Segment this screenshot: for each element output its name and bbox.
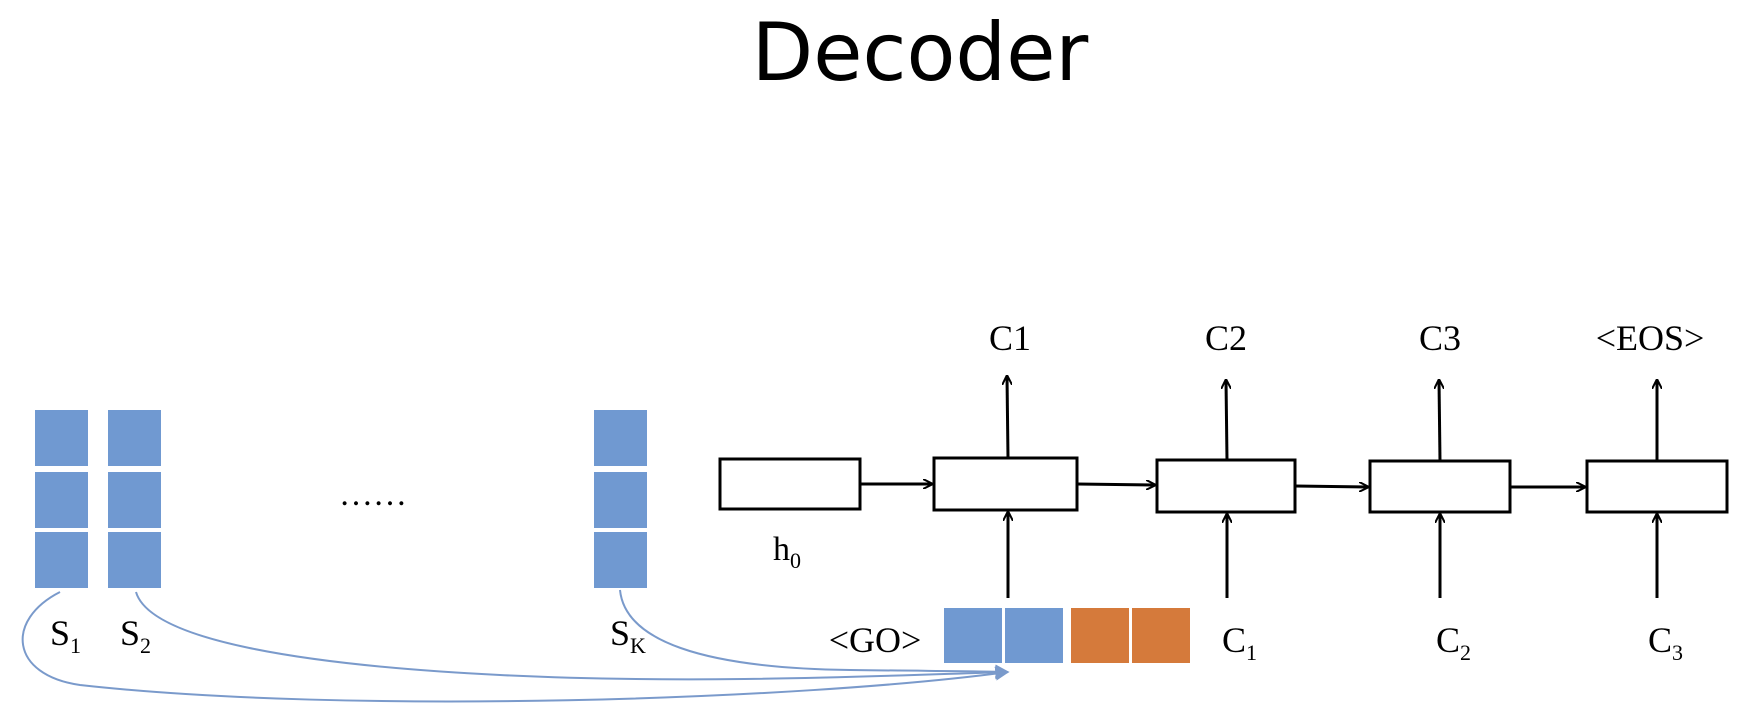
input-label-c2: C2 [1436,620,1471,665]
state-label-s1: S1 [50,613,81,658]
input-block-blue-1 [944,608,1002,663]
curve-sk [619,589,1010,679]
input-block-orange-1 [1071,608,1129,663]
output-label-c2: C2 [1205,318,1247,358]
input-block-blue-2 [1005,608,1063,663]
decoder-cell-4 [1585,459,1729,514]
curve-s1 [21,591,1010,703]
curve-s2 [135,591,1010,681]
state-label-sk: SK [610,613,646,658]
decoder-cell-1 [932,456,1079,512]
h0-label: h0 [773,531,801,573]
input-label-c3: C3 [1648,620,1683,665]
input-block-orange-2 [1132,608,1190,663]
recurrent-arrows [860,484,1585,487]
go-input-blocks [944,608,1190,663]
ellipsis: …… [339,476,407,513]
output-label-eos: <EOS> [1596,318,1705,358]
diagram-title: Decoder [752,6,1089,99]
output-label-c3: C3 [1419,318,1461,358]
state-label-s2: S2 [120,613,151,658]
h0-box [718,457,862,511]
decoder-cell-3 [1368,459,1512,514]
output-label-c1: C1 [989,318,1031,358]
input-label-c1: C1 [1222,620,1257,665]
input-arrows [1008,512,1657,598]
state-stack-s2 [108,410,161,588]
state-stack-sk [594,410,647,588]
attention-curves [21,589,1010,703]
state-stack-s1 [35,410,88,588]
decoder-cell-2 [1155,458,1297,514]
output-arrows [1007,376,1657,462]
go-token-label: <GO> [829,620,922,660]
